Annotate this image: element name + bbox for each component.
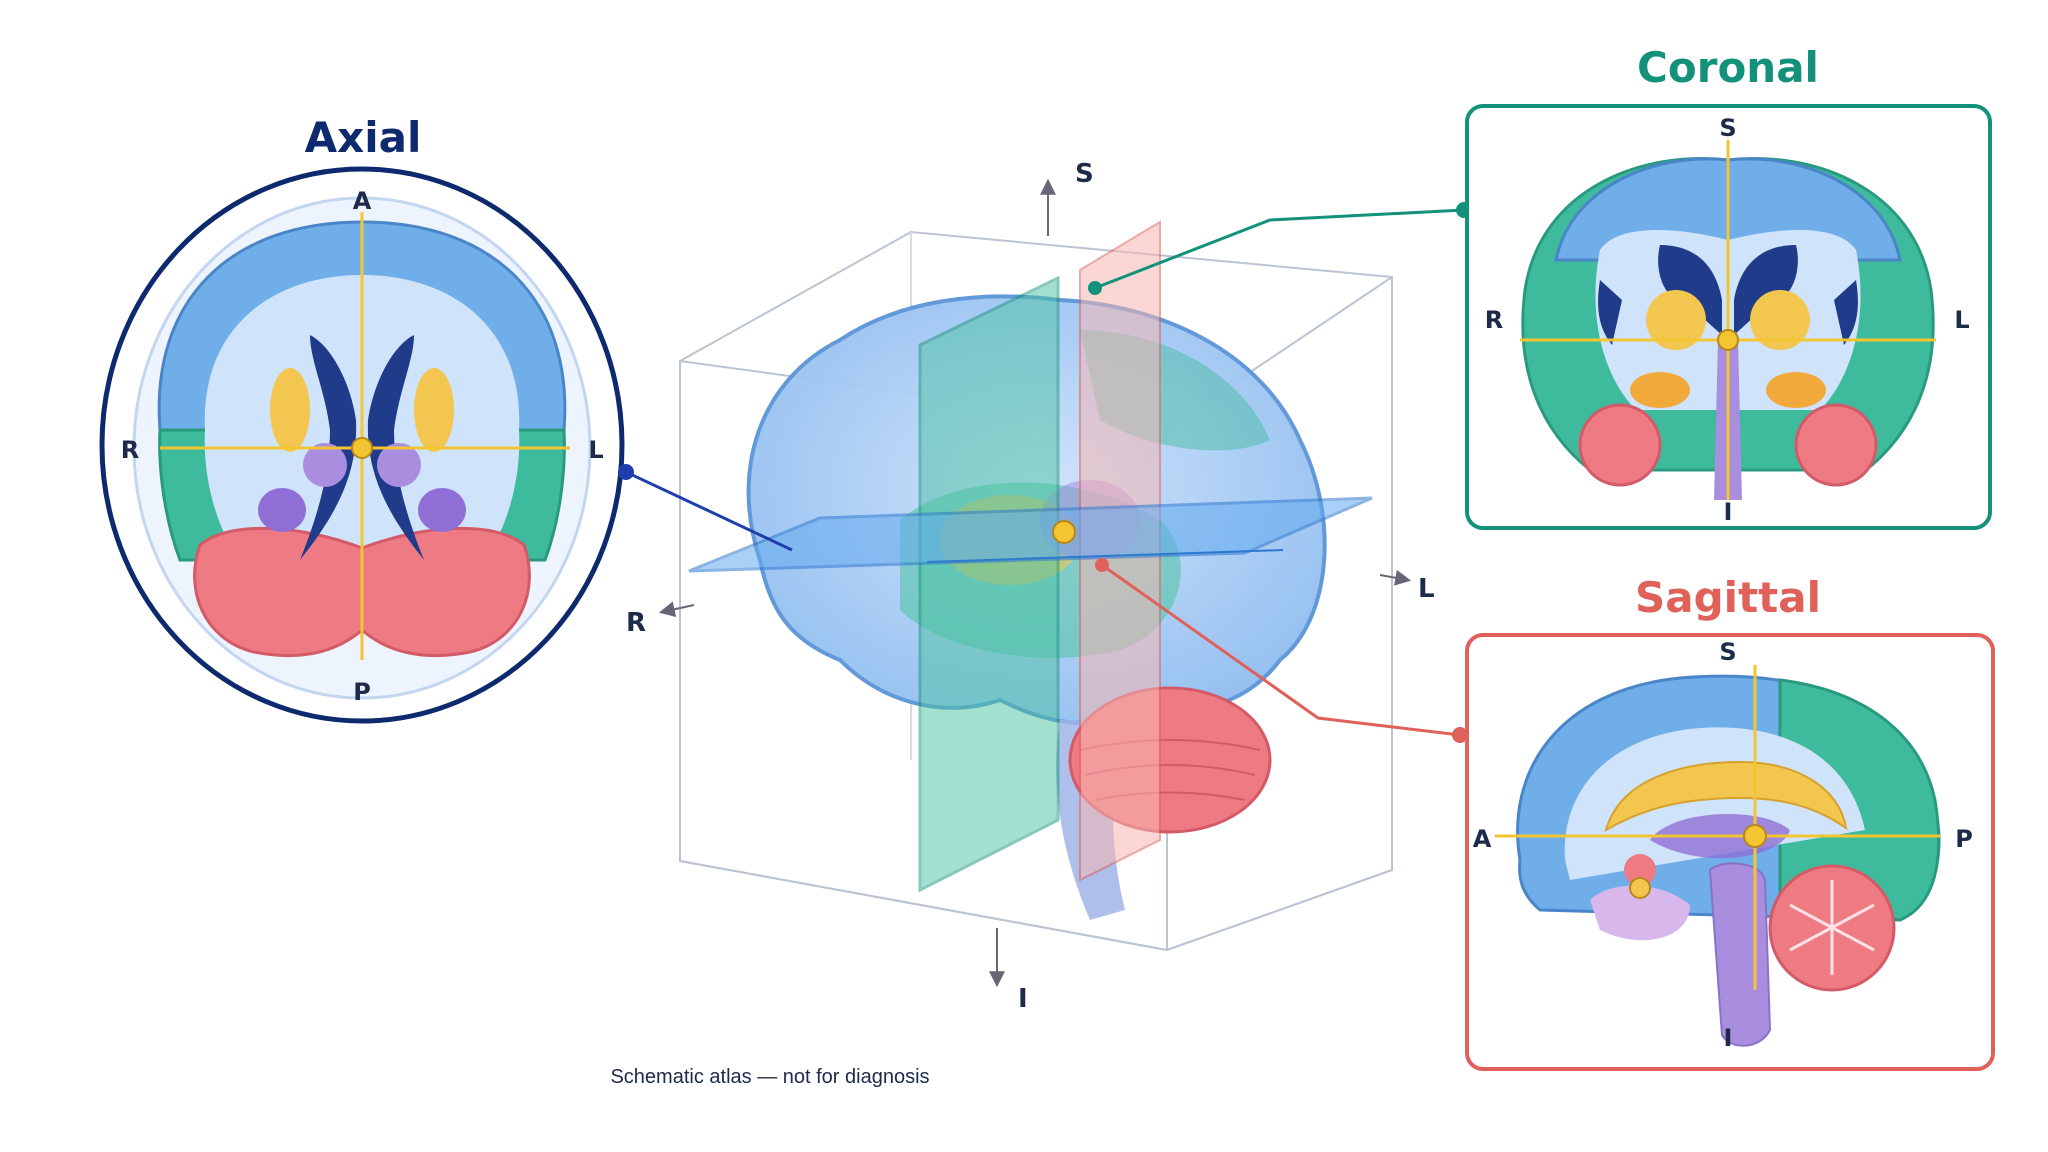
axis-label-left: L	[1418, 574, 1435, 604]
center-3d-view: S I R L	[626, 159, 1435, 1014]
sagittal-leader	[1101, 563, 1461, 737]
sagittal-label-anterior: A	[1473, 825, 1492, 853]
coronal-title: Coronal	[1637, 43, 1819, 92]
sagittal-arbor-vitae	[1789, 880, 1875, 975]
sagittal-parietal-lobe	[1778, 678, 1941, 922]
axial-plane-edge	[926, 549, 1284, 563]
sagittal-panel: Sagittal S I A P	[1465, 573, 1995, 1071]
sagittal-label-inferior: I	[1724, 1024, 1733, 1052]
axial-label-left: L	[588, 436, 603, 464]
axis-label-inferior: I	[1018, 984, 1028, 1014]
axial-label-anterior: A	[353, 187, 372, 215]
coronal-label-left: L	[1954, 306, 1969, 334]
axial-left-basal-ganglia	[270, 368, 310, 452]
coronal-right-amygdala	[1630, 372, 1690, 408]
axis-arrow-left	[1379, 569, 1412, 586]
axial-left-ventricle	[300, 335, 357, 560]
sagittal-crosshair-center	[1743, 824, 1767, 848]
coronal-left-ventricle	[1734, 245, 1798, 335]
axis-label-right: R	[626, 608, 646, 638]
coronal-crosshair-center	[1717, 329, 1739, 351]
axis-arrow-right	[658, 601, 695, 618]
axis-label-superior: S	[1075, 159, 1094, 189]
sagittal-limbic	[1590, 885, 1690, 941]
coronal-label-inferior: I	[1724, 498, 1733, 526]
axial-label-right: R	[121, 436, 139, 464]
axial-crosshair-center	[351, 437, 373, 459]
axial-right-basal-ganglia	[414, 368, 454, 452]
sagittal-hypothalamus	[1624, 854, 1656, 886]
axial-label-posterior: P	[353, 678, 371, 706]
axial-leader-dot	[618, 464, 634, 480]
coronal-left-basal-ganglia	[1750, 290, 1810, 350]
axial-title: Axial	[305, 113, 422, 162]
coronal-plane	[918, 275, 1060, 893]
axial-left-thalamus	[303, 443, 347, 487]
sagittal-leader-dot-start	[1095, 558, 1109, 572]
coronal-leader	[1094, 208, 1465, 290]
center-crosshair-point	[1052, 520, 1076, 544]
coronal-panel: Coronal S I R L	[1465, 43, 1992, 530]
axial-left-nucleus	[258, 488, 306, 532]
cube-front-edge	[679, 361, 1393, 952]
coronal-label-superior: S	[1719, 114, 1736, 142]
coronal-right-cerebellum	[1578, 403, 1662, 487]
sagittal-white-matter	[1564, 727, 1865, 880]
coronal-leader-dot-start	[1088, 281, 1102, 295]
sagittal-leader-dot-end	[1452, 727, 1468, 743]
sagittal-label-posterior: P	[1955, 825, 1973, 853]
footer-disclaimer: Schematic atlas — not for diagnosis	[610, 1066, 930, 1088]
coronal-right-ventricle	[1658, 245, 1722, 335]
coronal-left-cerebellum	[1794, 403, 1878, 487]
axial-right-nucleus	[418, 488, 466, 532]
coronal-label-right: R	[1485, 306, 1503, 334]
sagittal-label-superior: S	[1719, 638, 1736, 666]
leader-lines	[618, 202, 1472, 743]
coronal-left-amygdala	[1766, 372, 1826, 408]
axial-leader	[625, 470, 793, 552]
sagittal-title: Sagittal	[1635, 573, 1821, 622]
sagittal-pituitary	[1629, 877, 1651, 899]
axial-right-ventricle	[367, 335, 424, 560]
axial-right-thalamus	[377, 443, 421, 487]
sagittal-corpus-callosum	[1604, 760, 1848, 833]
coronal-right-basal-ganglia	[1646, 290, 1706, 350]
axial-panel: Axial A P R L	[99, 113, 625, 724]
